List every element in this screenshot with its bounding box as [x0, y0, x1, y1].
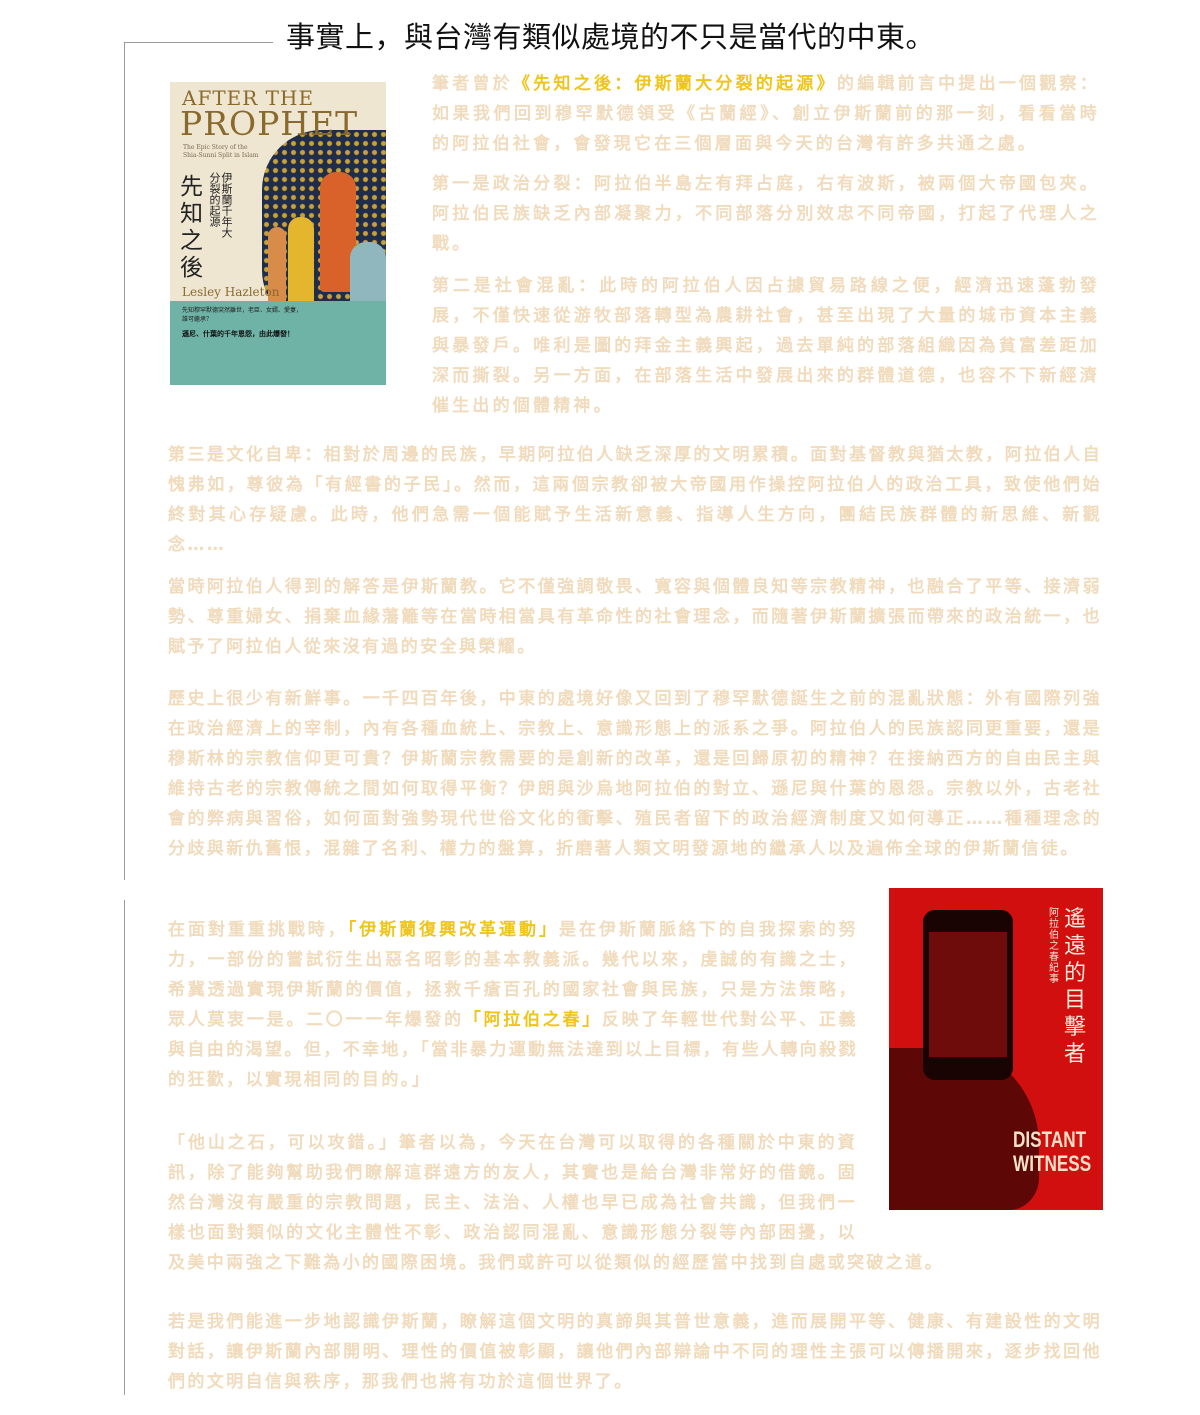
- left-rule-top: [124, 42, 125, 880]
- text-segment: 在面對重重挑戰時，: [168, 920, 348, 940]
- cover-tagline: 遜尼、什葉的千年恩怨，由此爆發！: [182, 329, 294, 338]
- text-segment: 若是我們能進一步地認識伊斯蘭，瞭解這個文明的真諦與其普世意義，進而展開平等、健康…: [168, 1312, 1102, 1392]
- cover-band: [170, 301, 386, 385]
- text-segment: 第二是社會混亂：此時的阿拉伯人因占據貿易路線之便，經濟迅速蓬勃發展，不僅快速從游…: [432, 276, 1100, 416]
- book-cover-after-the-prophet: AFTER THE PROPHET The Epic Story of the …: [170, 82, 386, 385]
- paragraph: 若是我們能進一步地認識伊斯蘭，瞭解這個文明的真諦與其普世意義，進而展開平等、健康…: [168, 1307, 1102, 1397]
- cover-blurb: 先知穆罕默德突然離世，老臣、女婿、愛妻，誰可繼承？: [182, 307, 303, 323]
- text-segment: 的編輯前言中提出一個觀察：如果我們回到穆罕默德領受《古蘭經》、創立伊斯蘭前的那一…: [432, 74, 1100, 154]
- text-segment: 反映了年輕世代對公平、正義與自由的渴望。但，不幸地，「當非暴力運動無法達到以上目…: [168, 1010, 858, 1090]
- cover-title-zh: 遙遠的目擊者: [1064, 907, 1087, 1067]
- paragraph: 歷史上很少有新鮮事。一千四百年後，中東的處境好像又回到了穆罕默德誕生之前的混亂狀…: [168, 684, 1102, 864]
- paragraph: 第一是政治分裂：阿拉伯半島左有拜占庭，右有波斯，被兩個大帝國包夾。阿拉伯民族缺乏…: [432, 169, 1100, 259]
- text-segment: 「他山之石，可以攻錯。」筆者以為，今天在台灣可以取得的各種關於中東的資訊，除了能…: [168, 1133, 944, 1273]
- paragraph: 當時阿拉伯人得到的解答是伊斯蘭教。它不僅強調敬畏、寬容與個體良知等宗教精神，也融…: [168, 572, 1102, 662]
- text-segment: 第一是政治分裂：阿拉伯半島左有拜占庭，右有波斯，被兩個大帝國包夾。阿拉伯民族缺乏…: [432, 174, 1100, 254]
- cover-title-en: PROPHET: [180, 104, 359, 143]
- heading-rule: [124, 42, 273, 43]
- text-segment: 是在伊斯蘭脈絡下的自我探索的努力，一部份的嘗試衍生出惡名昭彰的基本教義派。幾代以…: [168, 920, 858, 1030]
- cover-figure: [268, 227, 286, 307]
- text-segment: 歷史上很少有新鮮事。一千四百年後，中東的處境好像又回到了穆罕默德誕生之前的混亂狀…: [168, 689, 1102, 859]
- cover-subtitle-zh: 伊斯蘭千年大分裂的起源: [208, 172, 233, 238]
- left-rule-bottom: [124, 900, 125, 1395]
- cover-title-en: DISTANT WITNESS: [1013, 1127, 1092, 1176]
- cover-title-zh: 先知之後: [180, 174, 203, 281]
- paragraph: 在面對重重挑戰時，「伊斯蘭復興改革運動」是在伊斯蘭脈絡下的自我探索的努力，一部份…: [168, 915, 858, 1095]
- cover-title-en: AFTER THE: [182, 86, 315, 110]
- book-cover-distant-witness: 遙遠的目擊者 阿拉伯之春紀事 DISTANT WITNESS: [889, 888, 1103, 1210]
- image-wrap-spacer: [857, 1128, 1102, 1248]
- highlighted-title: 「阿拉伯之春」: [463, 1010, 602, 1030]
- highlighted-title: 「伊斯蘭復興改革運動」: [347, 920, 559, 940]
- paragraph: 筆者曾於《先知之後：伊斯蘭大分裂的起源》的編輯前言中提出一個觀察：如果我們回到穆…: [432, 69, 1100, 159]
- cover-figure: [288, 217, 314, 307]
- paragraph: 第二是社會混亂：此時的阿拉伯人因占據貿易路線之便，經濟迅速蓬勃發展，不僅快速從游…: [432, 271, 1100, 421]
- highlighted-title: 《先知之後：伊斯蘭大分裂的起源》: [512, 74, 837, 94]
- cover-phone-screen: [929, 932, 1007, 1057]
- paragraph: 「他山之石，可以攻錯。」筆者以為，今天在台灣可以取得的各種關於中東的資訊，除了能…: [168, 1128, 1102, 1278]
- cover-figure: [350, 242, 386, 312]
- text-segment: 筆者曾於: [432, 74, 513, 94]
- text-segment: 當時阿拉伯人得到的解答是伊斯蘭教。它不僅強調敬畏、寬容與個體良知等宗教精神，也融…: [168, 577, 1102, 657]
- cover-subtitle-en: The Epic Story of the Shia-Sunni Split i…: [183, 144, 259, 159]
- cover-author: Lesley Hazleton: [182, 285, 280, 299]
- article-heading: 事實上，與台灣有類似處境的不只是當代的中東。: [286, 20, 936, 54]
- text-segment: 第三是文化自卑：相對於周邊的民族，早期阿拉伯人缺乏深厚的文明累積。面對基督教與猶…: [168, 445, 1102, 555]
- cover-subtitle-zh: 阿拉伯之春紀事: [1049, 908, 1059, 985]
- paragraph: 第三是文化自卑：相對於周邊的民族，早期阿拉伯人缺乏深厚的文明累積。面對基督教與猶…: [168, 440, 1102, 560]
